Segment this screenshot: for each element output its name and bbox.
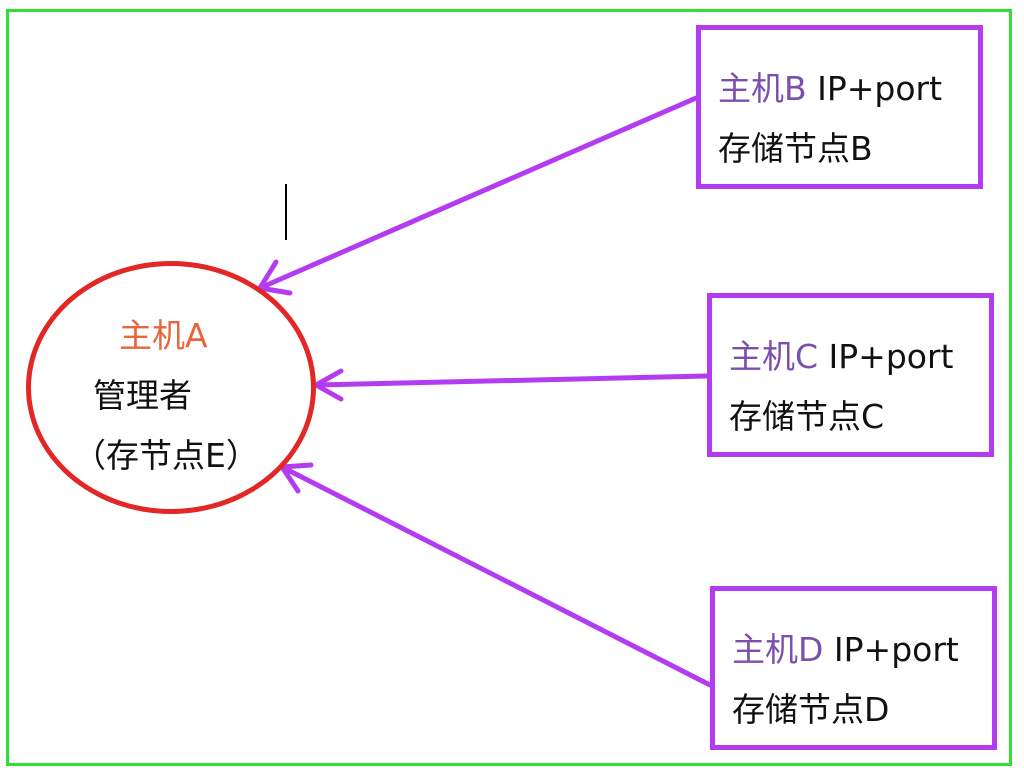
manager-host-label: 主机A: [119, 316, 208, 355]
manager-storage-note: （存节点E）: [73, 436, 259, 475]
node-c-address-line: 主机C IP+port: [729, 340, 953, 373]
arrow-c-to-a: [313, 373, 710, 388]
arrowhead-c-to-a: [313, 368, 344, 402]
node-d-host-label: 主机D: [732, 630, 824, 669]
node-d-address-line: 主机D IP+port: [732, 633, 959, 666]
node-d-address-label: IP+port: [823, 630, 959, 669]
node-b-storage-label: 存储节点B: [718, 129, 873, 168]
diagram-frame: [6, 9, 1012, 766]
storage-node-b: 主机B IP+port 存储节点B: [696, 25, 983, 189]
node-d-storage-label: 存储节点D: [732, 690, 890, 729]
node-b-address-label: IP+port: [806, 69, 943, 108]
arrow-d-to-a: [279, 464, 713, 688]
node-c-host-label: 主机C: [729, 337, 819, 376]
text-cursor: [285, 184, 287, 240]
manager-node-a: 主机A 管理者 （存节点E）: [26, 261, 316, 514]
storage-node-c: 主机C IP+port 存储节点C: [707, 293, 994, 457]
arrow-b-to-a: [257, 95, 699, 291]
node-c-storage-label: 存储节点C: [729, 397, 885, 436]
node-b-host-label: 主机B: [718, 69, 807, 108]
node-b-address-line: 主机B IP+port: [718, 72, 942, 105]
node-c-address-label: IP+port: [818, 337, 954, 376]
storage-node-d: 主机D IP+port 存储节点D: [710, 586, 997, 750]
manager-role-label: 管理者: [93, 376, 192, 415]
